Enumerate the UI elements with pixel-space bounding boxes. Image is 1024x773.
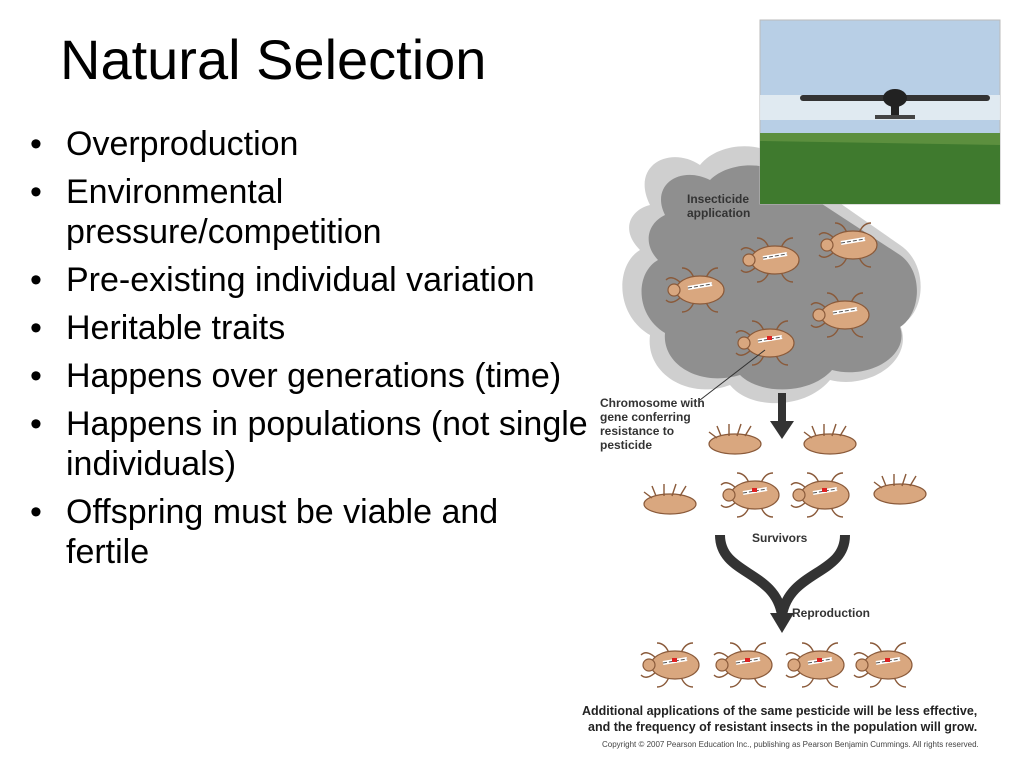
bullet-icon: • [30, 405, 42, 443]
offspring-insect [714, 643, 772, 687]
merge-arrow-icon [715, 534, 850, 633]
offspring-insect [854, 643, 912, 687]
bullet-item: • Pre-existing individual variation [30, 260, 590, 300]
dead-insect [803, 423, 857, 455]
figure-caption: Additional applications of the same pest… [582, 704, 981, 734]
survivors-label: Survivors [752, 531, 808, 545]
dead-insect [708, 423, 762, 455]
bullet-text: Pre-existing individual variation [66, 261, 535, 299]
offspring-insect [641, 643, 699, 687]
chromosome-label: Chromosome with gene conferring resistan… [600, 396, 708, 452]
bullet-text: Heritable traits [66, 309, 286, 347]
down-arrow-icon [770, 393, 794, 439]
bullet-icon: • [30, 173, 42, 211]
bullet-list: • Overproduction • Environmental pressure/… [30, 124, 590, 580]
bullet-item: • Environmental pressure/competition [30, 172, 590, 252]
bullet-icon: • [30, 493, 42, 531]
dead-insect [873, 473, 927, 505]
dead-insect [643, 483, 697, 515]
bullet-icon: • [30, 261, 42, 299]
bullet-icon: • [30, 125, 42, 163]
spray-cloud [622, 146, 921, 404]
bullet-item: • Happens in populations (not single indi… [30, 404, 590, 484]
bullet-text: Environmental pressure/competition [66, 173, 382, 251]
bullet-item: • Heritable traits [30, 308, 590, 348]
copyright-notice: Copyright © 2007 Pearson Education Inc.,… [602, 740, 979, 749]
insecticide-label: Insecticide application [687, 192, 752, 220]
bullet-item: • Offspring must be viable and fertile [30, 492, 590, 572]
slide-title: Natural Selection [60, 28, 487, 91]
bullet-item: • Overproduction [30, 124, 590, 164]
bullet-text: Overproduction [66, 125, 299, 163]
offspring-insect [786, 643, 844, 687]
crop-duster-photo [759, 19, 1001, 205]
reproduction-label: Reproduction [792, 606, 870, 620]
chromosome-pointer-line [699, 349, 766, 401]
crop-duster-airplane-icon [800, 89, 990, 119]
bullet-icon: • [30, 309, 42, 347]
bullet-text: Offspring must be viable and fertile [66, 493, 499, 571]
bullet-item: • Happens over generations (time) [30, 356, 590, 396]
pesticide-resistance-figure: Insecticide application Chromosome with … [570, 15, 1024, 768]
survivor-insect [721, 473, 779, 517]
bullet-text: Happens in populations (not single indiv… [66, 405, 588, 483]
survivor-insect [791, 473, 849, 517]
bullet-text: Happens over generations (time) [66, 357, 562, 395]
bullet-icon: • [30, 357, 42, 395]
figure-illustration: Insecticide application Chromosome with … [582, 19, 1001, 749]
